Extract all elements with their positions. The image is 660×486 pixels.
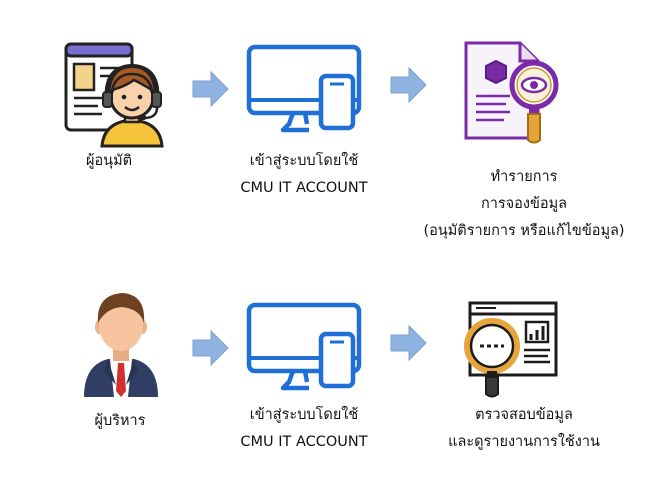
login-caption-1: เข้าสู่ระบบโดยใช้ CMU IT ACCOUNT bbox=[222, 148, 386, 202]
monitor-phone-icon bbox=[246, 44, 362, 133]
monitor-phone-icon bbox=[246, 302, 362, 391]
arrow-right-icon bbox=[390, 66, 427, 104]
result-caption-line: การจองข้อมูล bbox=[480, 196, 568, 212]
arrow-right-icon bbox=[192, 70, 229, 108]
result-caption-2: ตรวจสอบข้อมูล และดูรายงานการใช้งาน bbox=[436, 402, 612, 456]
document-magnifier-icon bbox=[460, 40, 566, 146]
arrow-right-icon bbox=[192, 329, 229, 367]
login-caption-2: เข้าสู่ระบบโดยใช้ CMU IT ACCOUNT bbox=[222, 402, 386, 456]
login-caption-line: CMU IT ACCOUNT bbox=[240, 180, 368, 196]
arrow-right-icon bbox=[390, 324, 427, 362]
result-caption-1: ทำรายการ การจองข้อมูล (อนุมัติรายการ หรื… bbox=[416, 164, 632, 245]
login-caption-line: CMU IT ACCOUNT bbox=[240, 434, 368, 450]
result-caption-line: และดูรายงานการใช้งาน bbox=[448, 434, 600, 450]
report-magnifier-icon bbox=[456, 300, 562, 400]
login-caption-line: เข้าสู่ระบบโดยใช้ bbox=[249, 153, 359, 169]
approver-label: ผู้อนุมัติ bbox=[85, 153, 133, 169]
result-caption-line: ทำรายการ bbox=[490, 169, 558, 185]
approver-headset-icon bbox=[62, 42, 164, 148]
executive-avatar-icon bbox=[82, 291, 160, 399]
login-caption-line: เข้าสู่ระบบโดยใช้ bbox=[249, 407, 359, 423]
result-caption-line: (อนุมัติรายการ หรือแก้ไขข้อมูล) bbox=[423, 223, 625, 239]
result-caption-line: ตรวจสอบข้อมูล bbox=[475, 407, 573, 423]
executive-label: ผู้บริหาร bbox=[94, 413, 146, 429]
